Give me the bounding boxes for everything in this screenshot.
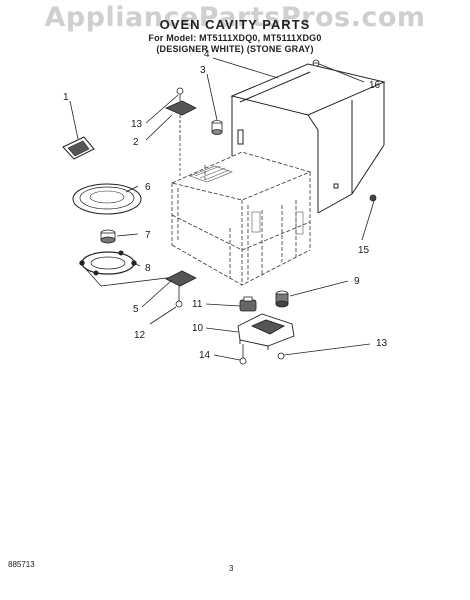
mount-plate-part (237, 313, 295, 350)
callout-4: 4 (204, 49, 210, 60)
cabinet-screw-15 (369, 194, 377, 202)
callout-10: 10 (192, 323, 204, 334)
callout-13-top: 13 (131, 119, 143, 130)
turntable-tray-part (72, 183, 142, 215)
lower-bracket-part (165, 270, 197, 308)
callout-5: 5 (133, 304, 139, 315)
bottom-screw-14 (239, 344, 247, 365)
callout-3: 3 (200, 65, 206, 76)
coupler-part (100, 229, 116, 244)
leader-lines (69, 57, 375, 361)
bottom-screw-13 (277, 352, 285, 360)
diagram-title: OVEN CAVITY PARTS (159, 17, 311, 32)
page-number: 3 (229, 564, 234, 573)
top-bracket-part (165, 87, 197, 178)
model-line: For Model: MT5111XDQ0, MT5111XDG0 (148, 33, 322, 43)
callout-6: 6 (145, 182, 151, 193)
callout-15: 15 (358, 245, 370, 256)
callout-2: 2 (133, 137, 139, 148)
light-cover-part (62, 136, 95, 160)
watermark: AppliancePartsPros.com (44, 2, 426, 33)
vent-hatching (189, 165, 304, 235)
callout-1: 1 (63, 92, 69, 103)
cup-bumper-part (275, 290, 289, 308)
callout-11: 11 (192, 299, 203, 310)
insulator-part (211, 120, 223, 135)
cabinet-screw-16 (312, 59, 320, 67)
callout-7: 7 (145, 230, 151, 241)
roller-ring-part (79, 250, 184, 287)
callout-16: 16 (369, 80, 381, 91)
callout-14: 14 (199, 350, 211, 361)
oven-cavity-frame (170, 151, 312, 286)
callout-12: 12 (134, 330, 146, 341)
callout-8: 8 (145, 263, 151, 274)
callout-13-bottom: 13 (376, 338, 388, 349)
outer-cabinet (230, 63, 386, 214)
color-line: (DESIGNER WHITE) (STONE GRAY) (156, 44, 314, 54)
thermal-fuse-part (239, 296, 257, 312)
document-number: 885713 (8, 560, 35, 569)
callout-9: 9 (354, 276, 360, 287)
